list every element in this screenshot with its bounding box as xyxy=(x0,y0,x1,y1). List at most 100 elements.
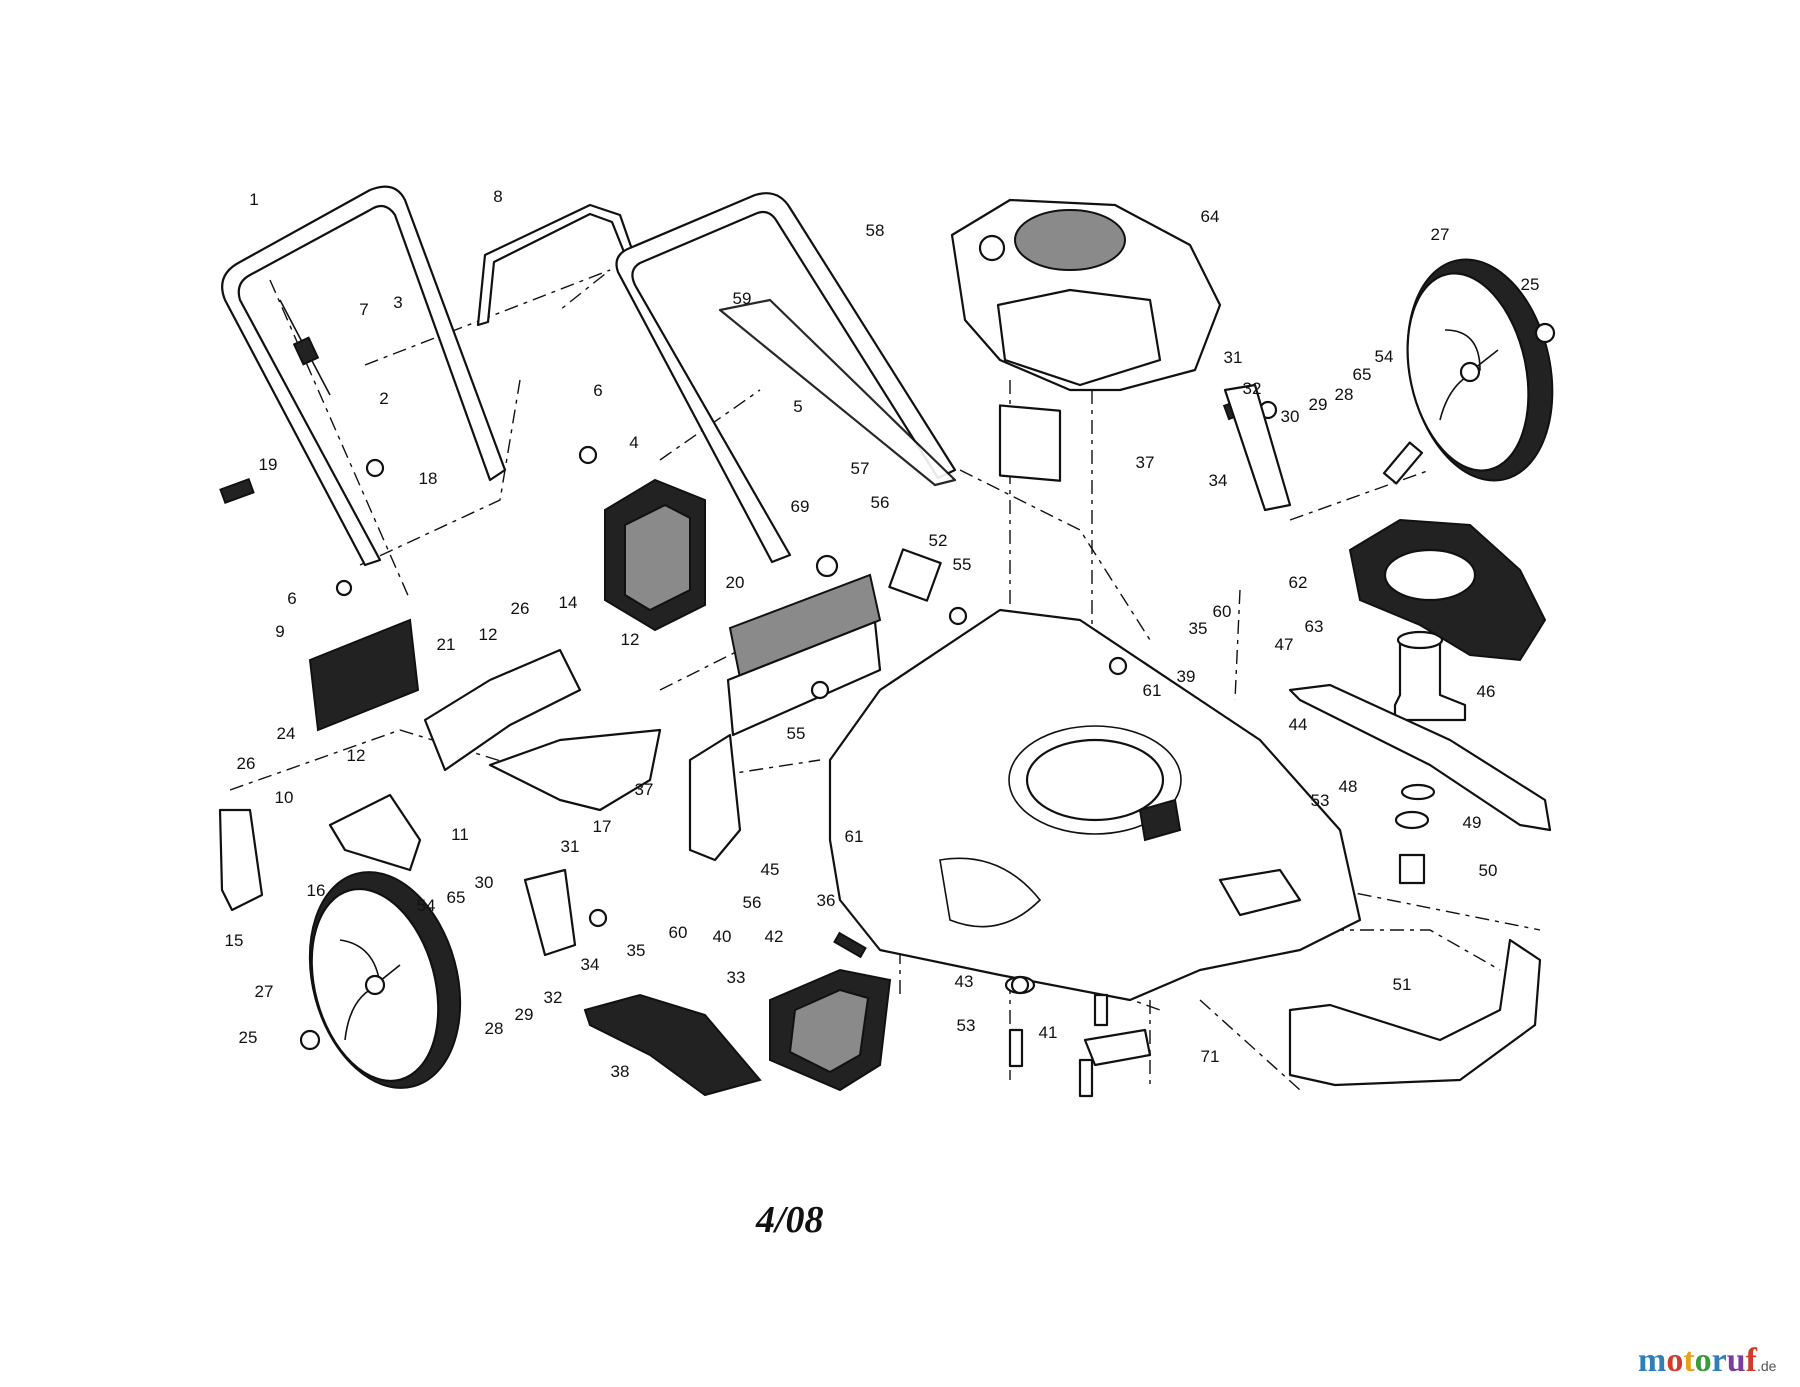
callout-c50: 50 xyxy=(1479,861,1498,880)
callout-c29b: 29 xyxy=(515,1005,534,1024)
callout-c5: 5 xyxy=(793,397,802,416)
callout-c7: 7 xyxy=(359,300,368,319)
callout-c44: 44 xyxy=(1289,715,1308,734)
lower-bracket xyxy=(1004,783,1436,1098)
callout-c27b: 27 xyxy=(255,982,274,1001)
mower-deck xyxy=(828,608,1362,1002)
callout-c43: 43 xyxy=(955,972,974,991)
callout-c62: 62 xyxy=(1289,573,1308,592)
callout-c31a: 31 xyxy=(1224,348,1243,367)
callout-c17: 17 xyxy=(593,817,612,836)
rear-baffle xyxy=(1288,938,1542,1087)
callout-c56a: 56 xyxy=(871,493,890,512)
callout-c20: 20 xyxy=(726,573,745,592)
callout-c9: 9 xyxy=(275,622,284,641)
callout-c54a: 54 xyxy=(1375,347,1394,366)
side-discharge-chute xyxy=(583,993,762,1097)
callout-c48: 48 xyxy=(1339,777,1358,796)
callout-c60a: 60 xyxy=(1213,602,1232,621)
watermark-name: motoruf xyxy=(1638,1342,1757,1379)
callout-c37a: 37 xyxy=(1136,453,1155,472)
bag-frame xyxy=(604,478,706,632)
handle-upper-left xyxy=(221,185,507,567)
callout-c42: 42 xyxy=(765,927,784,946)
rear-door xyxy=(726,573,882,737)
callout-c28b: 28 xyxy=(485,1019,504,1038)
handle-lower xyxy=(615,192,957,564)
callout-c61a: 61 xyxy=(1143,681,1162,700)
callout-c6b: 6 xyxy=(287,589,296,608)
callout-c54b: 54 xyxy=(417,896,436,915)
callout-c32b: 32 xyxy=(544,988,563,1007)
deck-baffle xyxy=(1348,518,1547,662)
callout-c30b: 30 xyxy=(475,873,494,892)
cutting-blade xyxy=(1288,683,1552,832)
watermark-letter: f xyxy=(1745,1342,1757,1379)
callout-c47: 47 xyxy=(1275,635,1294,654)
callout-c21: 21 xyxy=(437,635,456,654)
callout-c33: 33 xyxy=(727,968,746,987)
callout-c12b: 12 xyxy=(621,630,640,649)
callout-c46: 46 xyxy=(1477,682,1496,701)
callout-c25a: 25 xyxy=(1521,275,1540,294)
callout-c53b: 53 xyxy=(957,1016,976,1035)
wheel-rear-left xyxy=(299,871,462,1089)
callout-c64: 64 xyxy=(1201,207,1220,226)
callout-c29a: 29 xyxy=(1309,395,1328,414)
callout-c55a: 55 xyxy=(953,555,972,574)
mulch-plug xyxy=(769,968,892,1092)
callout-c71: 71 xyxy=(1201,1047,1220,1066)
engine xyxy=(950,198,1222,482)
watermark-logo: motoruf.de xyxy=(1638,1342,1776,1380)
callout-c11: 11 xyxy=(451,825,469,844)
callout-c6a: 6 xyxy=(593,381,602,400)
callout-c3: 3 xyxy=(393,293,402,312)
callout-c41: 41 xyxy=(1039,1023,1058,1042)
callout-c14: 14 xyxy=(559,593,578,612)
callout-c63: 63 xyxy=(1305,617,1324,636)
callout-c35a: 35 xyxy=(1189,619,1208,638)
callout-c57: 57 xyxy=(851,459,870,478)
height-adjust-brackets xyxy=(218,648,742,912)
callout-c16: 16 xyxy=(307,881,326,900)
callout-c34a: 34 xyxy=(1209,471,1228,490)
callout-c56b: 56 xyxy=(743,893,762,912)
callout-c12c: 12 xyxy=(347,746,366,765)
callout-c58: 58 xyxy=(866,221,885,240)
callout-c19: 19 xyxy=(259,455,278,474)
callout-c40: 40 xyxy=(713,927,732,946)
callout-c52: 52 xyxy=(929,531,948,550)
watermark-letter: r xyxy=(1711,1342,1727,1379)
watermark-letter: o xyxy=(1694,1342,1712,1379)
watermark-letter: m xyxy=(1638,1342,1667,1379)
callout-c2: 2 xyxy=(379,389,388,408)
callout-c53a: 53 xyxy=(1311,791,1330,810)
callout-c55b: 55 xyxy=(787,724,806,743)
callout-c38: 38 xyxy=(611,1062,630,1081)
callout-c39: 39 xyxy=(1177,667,1196,686)
callout-c10: 10 xyxy=(275,788,294,807)
watermark-letter: o xyxy=(1666,1342,1684,1379)
callout-c1: 1 xyxy=(249,190,258,209)
callout-c25b: 25 xyxy=(239,1028,258,1047)
callout-c65b: 65 xyxy=(447,888,466,907)
revision-date-code: 4/08 xyxy=(756,1199,824,1241)
callout-c35b: 35 xyxy=(627,941,646,960)
callout-c32a: 32 xyxy=(1243,379,1262,398)
watermark-letter: u xyxy=(1726,1342,1746,1379)
callout-c60b: 60 xyxy=(669,923,688,942)
callout-c37b: 37 xyxy=(635,780,654,799)
callout-c15: 15 xyxy=(225,931,244,950)
callout-c30a: 30 xyxy=(1281,407,1300,426)
blade-adapter xyxy=(1393,630,1467,722)
small-fasteners xyxy=(219,383,1424,995)
callout-c31b: 31 xyxy=(561,837,580,856)
callout-c51: 51 xyxy=(1393,975,1412,994)
callout-c61b: 61 xyxy=(845,827,864,846)
rear-flap xyxy=(308,618,420,732)
callout-c34b: 34 xyxy=(581,955,600,974)
callout-c69: 69 xyxy=(791,497,810,516)
callout-c49: 49 xyxy=(1463,813,1482,832)
callout-c28a: 28 xyxy=(1335,385,1354,404)
